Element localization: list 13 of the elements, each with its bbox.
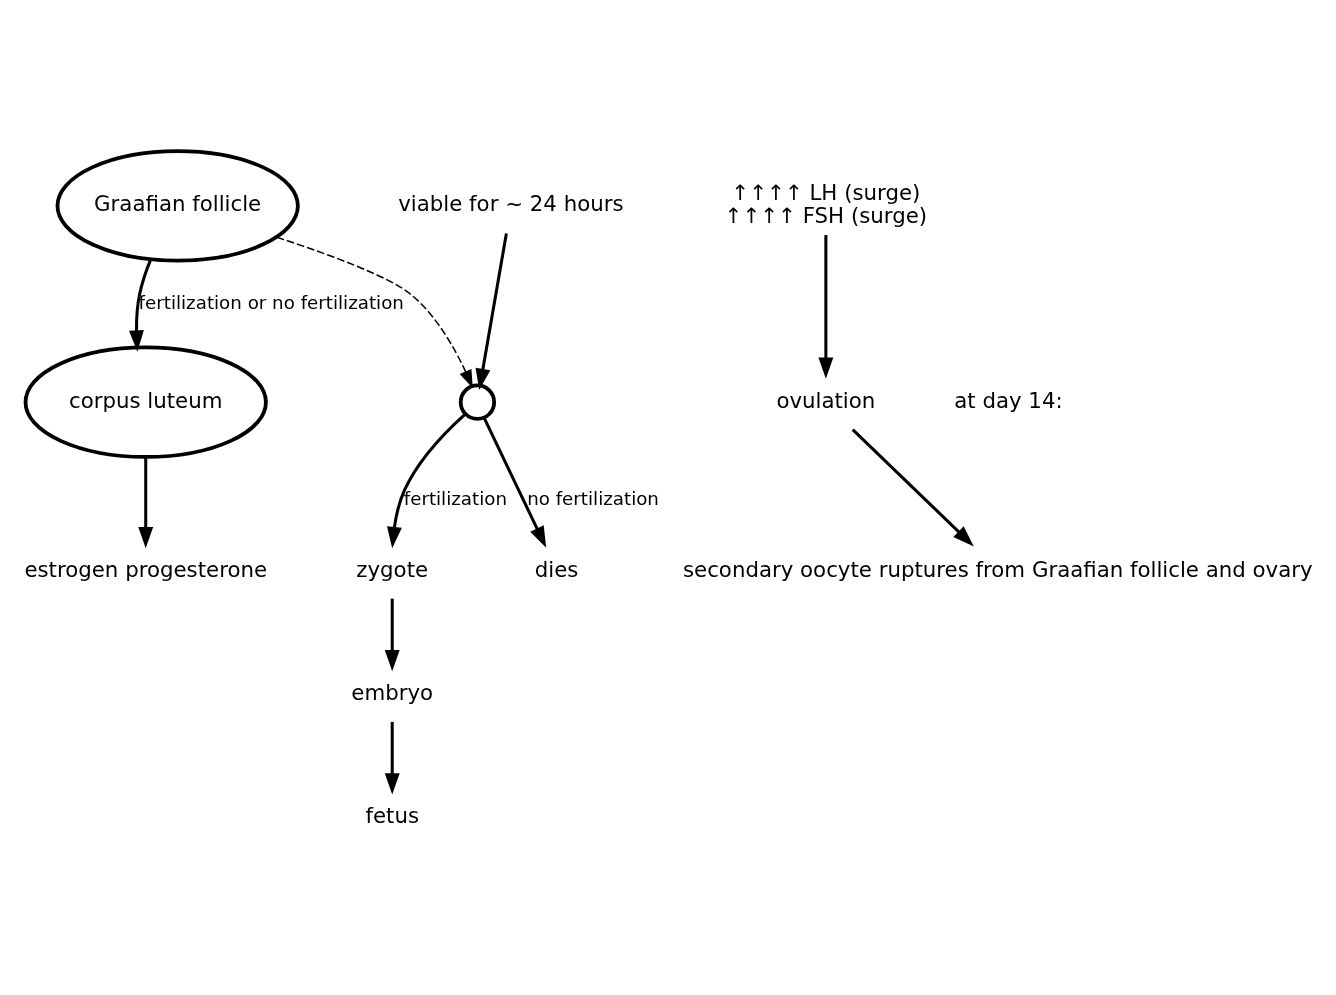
- node-text: ↑↑↑↑ LH (surge) ↑↑↑↑ FSH (surge): [724, 179, 928, 228]
- node-text: estrogen progesterone: [24, 556, 268, 582]
- edge-label: fertilization or no fertilization: [138, 291, 404, 313]
- node-text: fetus: [365, 802, 419, 828]
- label: at day 14:: [954, 387, 1063, 413]
- node-text: embryo: [351, 679, 434, 705]
- node-text: ovulation: [776, 387, 876, 413]
- node-text: zygote: [356, 556, 429, 582]
- edge-label: no fertilization: [527, 487, 659, 509]
- edge-label: fertilization: [403, 487, 507, 509]
- node-text: viable for ~ 24 hours: [398, 190, 624, 216]
- node-text: dies: [534, 556, 579, 582]
- node-text: secondary oocyte ruptures from Graafian follicle and ovary: [682, 556, 1313, 582]
